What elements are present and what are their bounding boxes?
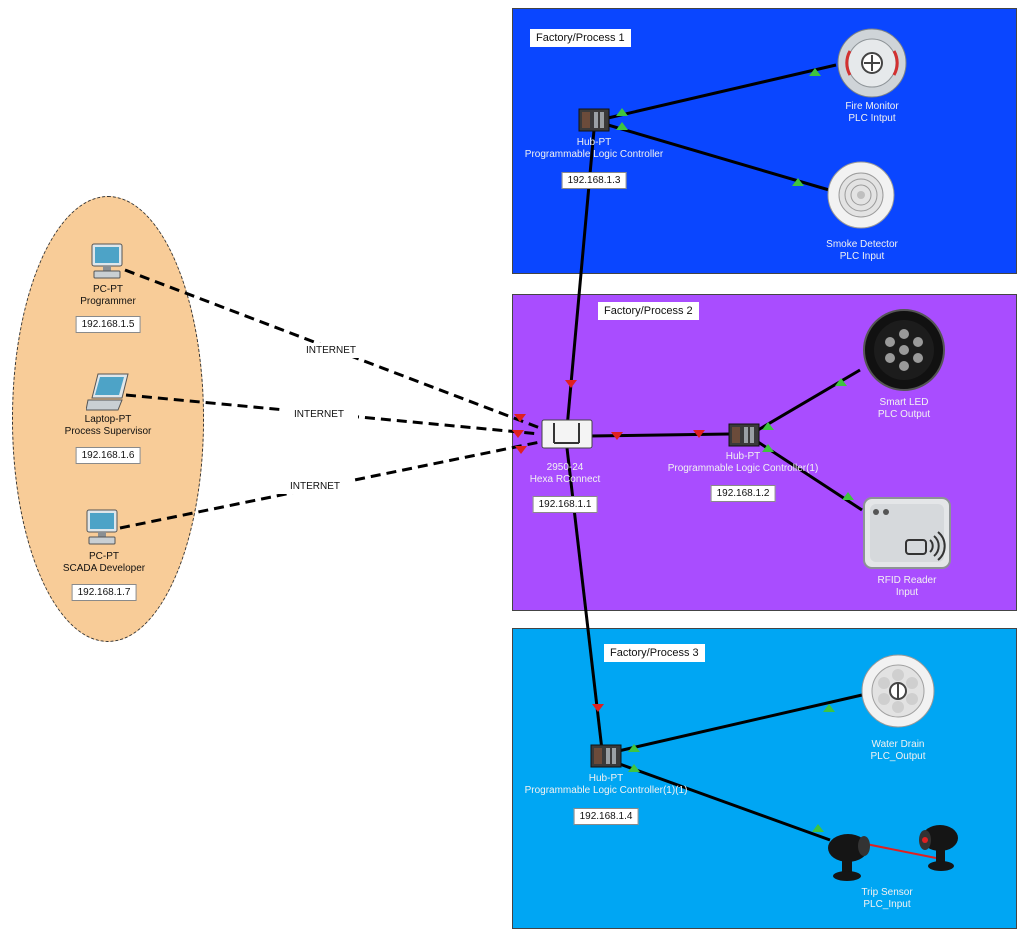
hub-icon[interactable] — [728, 423, 760, 447]
client-3-type: PC-PT — [88, 551, 119, 562]
water-drain-icon[interactable] — [860, 653, 936, 729]
device-fire-monitor-role: PLC Intput — [848, 113, 896, 124]
desktop-pc-icon[interactable] — [88, 242, 126, 282]
trip-sensor-icon[interactable] — [818, 820, 968, 886]
factory-process-3-zone — [512, 628, 1017, 929]
hub-2-ip: 192.168.1.2 — [710, 485, 776, 502]
device-smoke-detector-role: PLC Input — [839, 251, 885, 262]
link-up-marker — [812, 824, 824, 832]
device-trip-sensor-name: Trip Sensor — [861, 887, 913, 898]
laptop-icon[interactable] — [86, 372, 130, 412]
client-2-role: Process Supervisor — [64, 426, 152, 437]
switch-model: 2950-24 — [546, 462, 584, 473]
switch-ip: 192.168.1.1 — [532, 496, 598, 513]
device-smart-led-name: Smart LED — [879, 397, 929, 408]
link-up-marker — [762, 422, 774, 430]
link-supervisor-switch — [125, 393, 541, 436]
zone-title-2: Factory/Process 2 — [598, 302, 699, 320]
device-rfid-reader-role: Input — [895, 587, 919, 598]
fire-monitor-icon[interactable] — [836, 27, 908, 99]
hub-3-name: Programmable Logic Controller(1)(1) — [524, 785, 688, 796]
zone-title-1: Factory/Process 1 — [530, 29, 631, 47]
smoke-detector-icon[interactable] — [826, 160, 896, 230]
device-water-drain-role: PLC_Output — [870, 751, 926, 762]
client-1-type: PC-PT — [92, 284, 123, 295]
link-down-marker — [515, 446, 527, 454]
link-up-marker — [616, 122, 628, 130]
internet-link-label-2: INTERNET — [280, 407, 358, 422]
link-down-marker — [693, 430, 705, 438]
device-rfid-reader-name: RFID Reader — [877, 575, 937, 586]
switch-name: Hexa RConnect — [529, 474, 601, 485]
client-3-ip: 192.168.1.7 — [71, 584, 137, 601]
link-up-marker — [823, 704, 835, 712]
hub-3-ip: 192.168.1.4 — [573, 808, 639, 825]
link-up-marker — [809, 68, 821, 76]
link-down-marker — [611, 432, 623, 440]
desktop-pc-icon[interactable] — [83, 508, 121, 548]
link-up-marker — [616, 108, 628, 116]
client-2-ip: 192.168.1.6 — [75, 447, 141, 464]
hub-icon[interactable] — [578, 108, 610, 132]
device-trip-sensor-role: PLC_Input — [863, 899, 911, 910]
internet-link-label-1: INTERNET — [292, 343, 370, 358]
zone-title-3: Factory/Process 3 — [604, 644, 705, 662]
link-up-marker — [842, 492, 854, 500]
client-2-type: Laptop-PT — [84, 414, 132, 425]
link-up-marker — [792, 178, 804, 186]
link-down-marker — [514, 414, 526, 422]
link-hub3-water-drain — [613, 693, 863, 754]
smart-led-icon[interactable] — [862, 308, 946, 392]
internet-link-label-3: INTERNET — [276, 479, 354, 494]
link-hub2-smart-led — [757, 368, 861, 432]
link-down-marker — [512, 430, 524, 438]
client-3-role: SCADA Developer — [62, 563, 146, 574]
device-fire-monitor-name: Fire Monitor — [845, 101, 899, 112]
link-up-marker — [835, 378, 847, 386]
hub-1-type: Hub-PT — [576, 137, 612, 148]
link-state-markers — [512, 68, 854, 832]
link-switch-hub2 — [589, 432, 731, 438]
switch-icon[interactable] — [541, 419, 593, 449]
device-water-drain-name: Water Drain — [871, 739, 925, 750]
hub-2-name: Programmable Logic Controller(1) — [667, 463, 819, 474]
hub-2-type: Hub-PT — [725, 451, 761, 462]
device-smoke-detector-name: Smoke Detector — [826, 239, 898, 250]
hub-icon[interactable] — [590, 744, 622, 768]
link-down-marker — [565, 380, 577, 388]
hub-1-name: Programmable Logic Controller — [524, 149, 664, 160]
factory-process-1-zone — [512, 8, 1017, 274]
link-up-marker — [762, 444, 774, 452]
link-down-marker — [592, 704, 604, 712]
hub-1-ip: 192.168.1.3 — [561, 172, 627, 189]
link-up-marker — [628, 744, 640, 752]
link-hub1-fire-monitor — [607, 63, 837, 120]
client-1-role: Programmer — [80, 296, 136, 307]
link-up-marker — [628, 764, 640, 772]
link-hub3-trip-sensor — [613, 760, 831, 842]
rfid-reader-icon[interactable] — [862, 496, 952, 570]
link-programmer-switch — [124, 268, 541, 430]
hub-3-type: Hub-PT — [588, 773, 624, 784]
device-smart-led-role: PLC Output — [877, 409, 931, 420]
client-1-ip: 192.168.1.5 — [75, 316, 141, 333]
